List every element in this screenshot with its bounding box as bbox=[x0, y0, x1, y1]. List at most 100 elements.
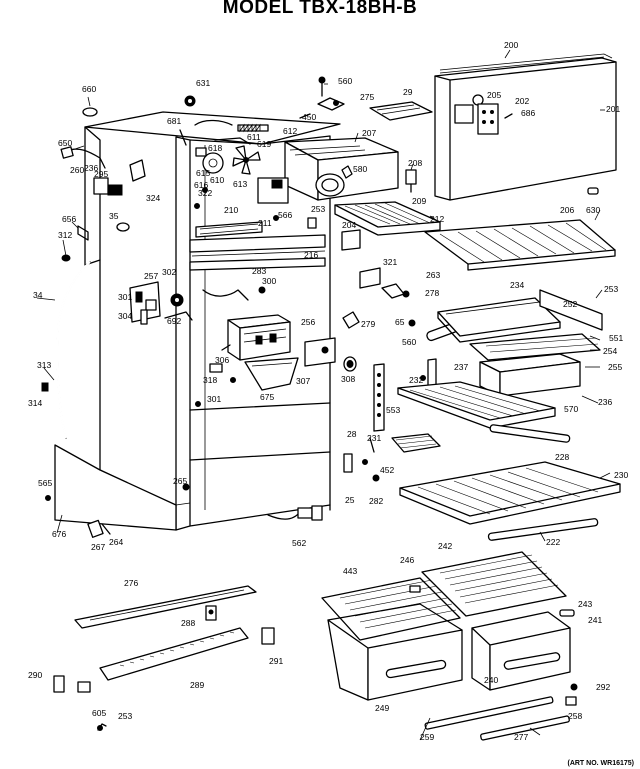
part-number-label: 282 bbox=[369, 496, 383, 506]
part-number-label: 275 bbox=[360, 92, 374, 102]
lower-left-parts bbox=[53, 585, 275, 731]
part-number-label: 231 bbox=[367, 433, 381, 443]
part-number-label: 208 bbox=[408, 158, 422, 168]
part-number-label: 259 bbox=[420, 732, 434, 742]
part-number-label: 201 bbox=[606, 104, 620, 114]
part-number-label: 553 bbox=[386, 405, 400, 415]
part-number-label: 312 bbox=[58, 230, 72, 240]
part-number-label: 276 bbox=[124, 578, 138, 588]
part-number-label: 246 bbox=[400, 555, 414, 565]
part-number-label: 676 bbox=[52, 529, 66, 539]
part-number-label: 212 bbox=[430, 214, 444, 224]
part-number-label: 279 bbox=[361, 319, 375, 329]
upper-left-parts bbox=[41, 107, 190, 538]
part-number-label: 570 bbox=[564, 404, 578, 414]
part-number-label: 605 bbox=[92, 708, 106, 718]
part-number-label: 232 bbox=[409, 375, 423, 385]
part-number-label: 580 bbox=[353, 164, 367, 174]
part-number-label: 551 bbox=[609, 333, 623, 343]
part-number-label: 562 bbox=[292, 538, 306, 548]
part-number-label: 321 bbox=[383, 257, 397, 267]
part-number-label: 289 bbox=[190, 680, 204, 690]
part-number-label: 681 bbox=[167, 116, 181, 126]
part-number-label: 630 bbox=[586, 205, 600, 215]
art-number: (ART NO. WR16175) bbox=[567, 760, 634, 767]
crisper-drawers bbox=[321, 551, 578, 741]
part-number-label: 216 bbox=[304, 250, 318, 260]
part-number-label: 302 bbox=[162, 267, 176, 277]
part-number-label: 650 bbox=[58, 138, 72, 148]
part-number-label: 619 bbox=[257, 139, 271, 149]
part-number-label: 267 bbox=[91, 542, 105, 552]
part-number-label: 34 bbox=[33, 290, 43, 300]
part-number-label: 253 bbox=[311, 204, 325, 214]
control-assembly bbox=[129, 281, 380, 521]
part-number-label: 241 bbox=[588, 615, 602, 625]
part-number-label: 613 bbox=[233, 179, 247, 189]
cabinet-frame bbox=[54, 111, 341, 531]
part-number-label: 300 bbox=[262, 276, 276, 286]
part-number-label: 222 bbox=[546, 537, 560, 547]
part-number-label: 202 bbox=[515, 96, 529, 106]
part-number-label: 249 bbox=[375, 703, 389, 713]
part-number-label: 25 bbox=[345, 495, 355, 505]
part-number-label: 29 bbox=[403, 87, 413, 97]
part-number-label: 28 bbox=[347, 429, 357, 439]
part-number-label: 257 bbox=[144, 271, 158, 281]
part-number-label: 209 bbox=[412, 196, 426, 206]
part-number-label: 263 bbox=[426, 270, 440, 280]
part-number-label: 254 bbox=[603, 346, 617, 356]
part-number-label: 618 bbox=[208, 143, 222, 153]
freezer-shelves bbox=[334, 201, 616, 271]
part-number-label: 255 bbox=[608, 362, 622, 372]
part-number-label: 322 bbox=[198, 188, 212, 198]
part-number-label: 295 bbox=[94, 169, 108, 179]
part-number-label: 256 bbox=[301, 317, 315, 327]
part-number-label: 206 bbox=[560, 205, 574, 215]
part-number-label: 260 bbox=[70, 165, 84, 175]
part-number-label: 612 bbox=[283, 126, 297, 136]
part-number-label: 228 bbox=[555, 452, 569, 462]
part-number-label: 253 bbox=[604, 284, 618, 294]
part-number-label: 313 bbox=[37, 360, 51, 370]
part-number-label: 616 bbox=[194, 180, 208, 190]
part-number-label: 277 bbox=[514, 732, 528, 742]
part-number-label: 615 bbox=[196, 168, 210, 178]
part-number-label: 324 bbox=[146, 193, 160, 203]
part-number-label: 252 bbox=[563, 299, 577, 309]
part-number-label: 253 bbox=[118, 711, 132, 721]
fresh-food-shelves bbox=[391, 289, 621, 541]
part-number-label: 242 bbox=[438, 541, 452, 551]
part-number-label: 566 bbox=[278, 210, 292, 220]
part-number-label: 686 bbox=[521, 108, 535, 118]
part-number-label: 314 bbox=[28, 398, 42, 408]
part-number-label: 560 bbox=[402, 337, 416, 347]
part-number-label: 318 bbox=[203, 375, 217, 385]
part-number-label: 210 bbox=[224, 205, 238, 215]
part-number-label: 230 bbox=[614, 470, 628, 480]
part-number-label: 204 bbox=[342, 220, 356, 230]
part-number-label: 35 bbox=[109, 211, 119, 221]
part-number-label: 301 bbox=[207, 394, 221, 404]
diagram-title: MODEL TBX-18BH-B bbox=[222, 0, 418, 18]
part-number-label: 450 bbox=[302, 112, 316, 122]
leader-lines bbox=[36, 49, 611, 741]
evaporator-fan-assembly bbox=[179, 76, 399, 238]
part-number-label: 264 bbox=[109, 537, 123, 547]
part-number-label: 243 bbox=[578, 599, 592, 609]
part-number-label: 631 bbox=[196, 78, 210, 88]
part-number-label: 65 bbox=[395, 317, 405, 327]
part-number-label: 692 bbox=[167, 316, 181, 326]
part-number-label: 258 bbox=[568, 711, 582, 721]
part-number-label: 234 bbox=[510, 280, 524, 290]
part-number-label: 304 bbox=[118, 311, 132, 321]
part-number-label: 560 bbox=[338, 76, 352, 86]
part-number-label: 265 bbox=[173, 476, 187, 486]
part-number-label: 675 bbox=[260, 392, 274, 402]
part-number-label: 660 bbox=[82, 84, 96, 94]
part-number-label: 237 bbox=[454, 362, 468, 372]
part-number-label: 278 bbox=[425, 288, 439, 298]
